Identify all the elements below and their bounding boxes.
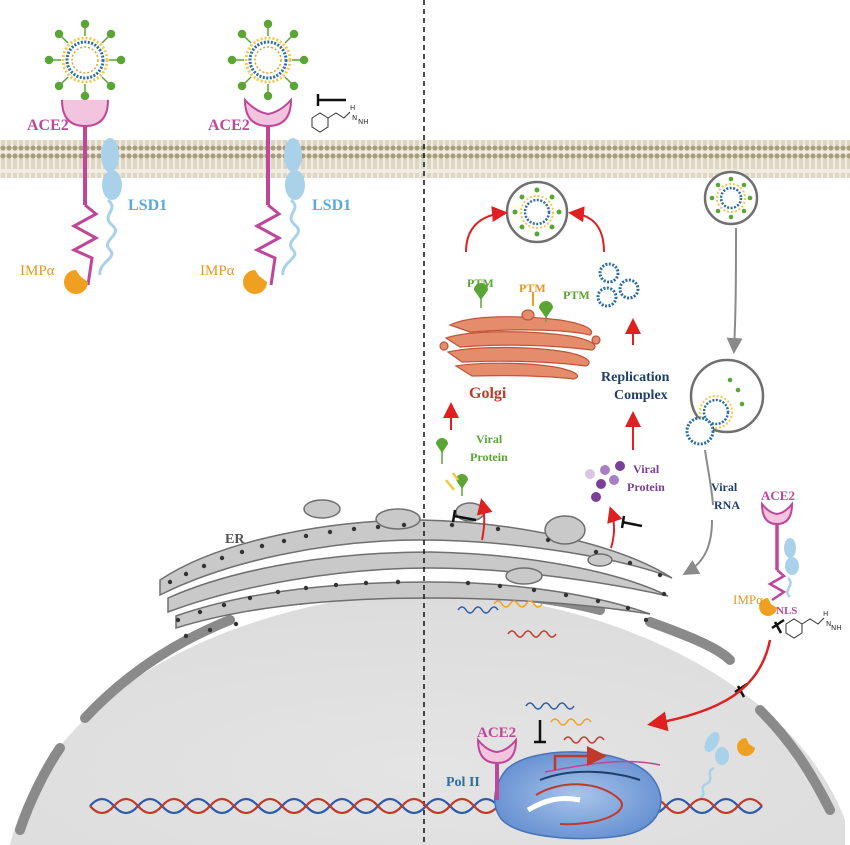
inhibitor-bar-nucleus [534, 720, 546, 744]
entry-arrows [682, 227, 743, 576]
endosome-uncoating [685, 358, 765, 446]
inhibitor-molecule-top: H N NH [311, 104, 369, 133]
ace2-receptor-1 [61, 99, 109, 286]
golgi-label: Golgi [469, 385, 507, 402]
svg-text:NH: NH [831, 624, 842, 632]
rna-label: RNA [714, 498, 740, 512]
svg-text:N: N [352, 114, 357, 122]
virion-2 [227, 19, 309, 101]
ace2-label-1: ACE2 [27, 117, 69, 134]
mature-virion-vesicle [505, 180, 569, 244]
ptm-markers [474, 283, 553, 322]
lsd1-protein-2 [281, 138, 305, 276]
lsd1-label-1: LSD1 [128, 197, 167, 214]
replication-label: Replication [601, 370, 670, 385]
virion-1 [44, 19, 126, 101]
viral-label-rna: Viral [711, 480, 738, 494]
impa-label-2: IMPα [200, 263, 235, 279]
ptm-label-3: PTM [563, 288, 590, 302]
svg-text:H: H [350, 104, 355, 112]
svg-text:NH: NH [358, 118, 369, 126]
viral-protein-purple [585, 461, 625, 502]
protein-label-green: Protein [470, 450, 508, 464]
pol-ii-complex [494, 751, 662, 840]
ace2-receptor-2 [243, 97, 293, 286]
lsd1-protein-1 [98, 138, 122, 276]
replication-complex-particles [596, 262, 640, 308]
nuclear-import-arrow [647, 639, 772, 732]
impa-protein-1 [64, 270, 88, 294]
ptm-label-1: PTM [467, 276, 494, 290]
viral-label-purple: Viral [633, 462, 660, 476]
svg-text:H: H [823, 610, 828, 618]
svg-text:N: N [826, 620, 831, 628]
golgi-apparatus [439, 309, 601, 380]
ptm-label-2: PTM [519, 281, 546, 295]
transcription-arrow [553, 746, 607, 770]
ace2-nucleus [476, 737, 518, 800]
assembly-arrows [443, 206, 641, 549]
plasma-membrane [0, 140, 850, 178]
entry-vesicle [703, 170, 759, 226]
endoplasmic-reticulum [159, 499, 673, 630]
er-label: ER [225, 532, 245, 547]
impa-label-1: IMPα [20, 263, 55, 279]
inhibitor-bars-right [734, 618, 785, 698]
impa-protein-2 [243, 270, 267, 294]
viral-protein-green [436, 438, 468, 496]
inhibitor-bars-er [451, 509, 643, 529]
pol2-label: Pol II [446, 775, 480, 790]
free-lsd1-impa [699, 732, 755, 800]
rna-strands-cytoplasm [457, 600, 557, 638]
inhibitor-molecule-right: H N NH [785, 610, 842, 639]
protein-label-purple: Protein [627, 480, 665, 494]
complex-label: Complex [614, 388, 668, 403]
ribosomes [167, 522, 667, 639]
ace2-label-nucleus: ACE2 [477, 725, 516, 741]
lsd1-label-2: LSD1 [312, 197, 351, 214]
nls-label: NLS [776, 605, 797, 617]
ace2-lsd1-complex-right [759, 501, 799, 616]
ace2-label-2: ACE2 [208, 117, 250, 134]
ace2-label-right: ACE2 [761, 488, 795, 503]
rna-strands-nucleus [525, 702, 605, 744]
impa-label-right: IMPα [733, 592, 763, 607]
viral-label-green: Viral [476, 432, 503, 446]
inhibitor-bar-top [316, 94, 346, 106]
